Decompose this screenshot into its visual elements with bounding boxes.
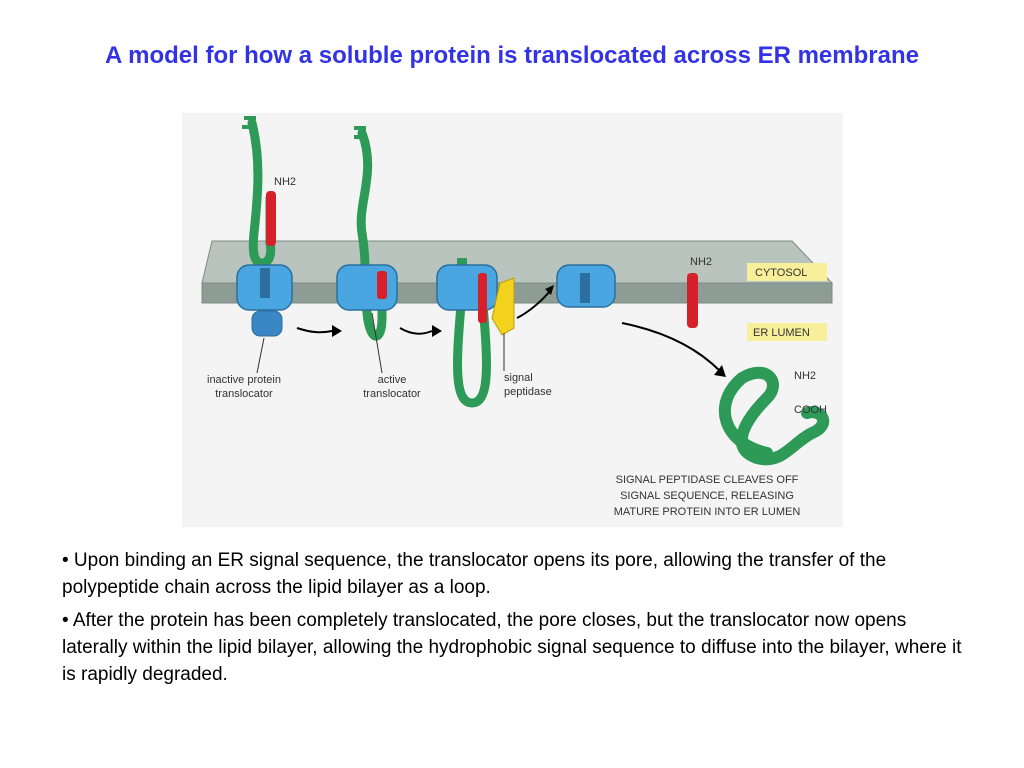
arrow-1	[296, 327, 333, 334]
translocation-figure: NH2 NH2 NH2 COOH CYTOSOL ER LUMEN inacti…	[182, 113, 843, 527]
signal-peptidase-shape	[491, 277, 515, 336]
stage-closed	[556, 264, 616, 308]
cytosol-label: CYTOSOL	[755, 267, 807, 279]
bullet-item: • After the protein has been completely …	[62, 610, 962, 685]
translocator-1-plug	[260, 268, 270, 298]
caption-line3: MATURE PROTEIN INTO ER LUMEN	[614, 506, 801, 518]
caption-line1: SIGNAL PEPTIDASE CLEAVES OFF	[616, 474, 799, 486]
chain-2-break-b	[354, 135, 366, 139]
released-signal-sequence	[687, 273, 698, 328]
arrow-4	[621, 322, 721, 372]
membrane-front	[201, 282, 833, 304]
cooh-label: COOH	[794, 404, 827, 416]
slide-title: A model for how a soluble protein is tra…	[105, 42, 919, 69]
chain-1	[247, 118, 276, 268]
membrane-top	[201, 240, 834, 284]
signal-sequence-1	[266, 191, 276, 246]
caption-line2: SIGNAL SEQUENCE, RELEASING	[620, 490, 794, 502]
chain-2-break-a	[354, 126, 366, 130]
mature-protein	[718, 366, 830, 466]
stage-active	[336, 126, 398, 341]
er-lumen-box	[747, 323, 827, 341]
active-translocator-label-line1: active	[378, 374, 407, 386]
stage-inactive	[236, 116, 293, 337]
cytosol-box	[747, 263, 827, 281]
translocator-2	[336, 264, 398, 311]
nh2-label-2: NH2	[690, 256, 712, 268]
nh2-label-1: NH2	[274, 176, 296, 188]
arrow-heads	[332, 285, 726, 377]
signal-peptidase-label-line1: signal	[504, 372, 533, 384]
bip-1	[251, 310, 283, 337]
inactive-translocator-label-line1: inactive protein	[207, 374, 281, 386]
arrows	[296, 290, 721, 372]
signal-sequence-2	[377, 271, 387, 299]
arrow-3	[516, 290, 551, 319]
chain-1-break-a	[244, 116, 256, 120]
chain-1-break-b	[242, 125, 254, 129]
translocator-3	[436, 264, 498, 311]
translocator-4-plug	[580, 273, 590, 303]
active-translocator-label-line2: translocator	[363, 388, 421, 400]
arrow-2	[399, 327, 433, 335]
stage-loop	[436, 258, 515, 408]
signal-sequence-3	[478, 273, 487, 323]
inactive-translocator-label-line2: translocator	[215, 388, 273, 400]
signal-peptidase-label-line2: peptidase	[504, 386, 552, 398]
bullet-list: • Upon binding an ER signal sequence, th…	[62, 547, 972, 694]
er-lumen-label: ER LUMEN	[753, 327, 810, 339]
figure-canvas: NH2 NH2 NH2 COOH CYTOSOL ER LUMEN inacti…	[182, 113, 843, 527]
nh2-label-3: NH2	[794, 370, 816, 382]
chain-3-loop	[453, 288, 491, 408]
bullet-item: • Upon binding an ER signal sequence, th…	[62, 550, 887, 598]
label-pointers	[256, 312, 505, 374]
